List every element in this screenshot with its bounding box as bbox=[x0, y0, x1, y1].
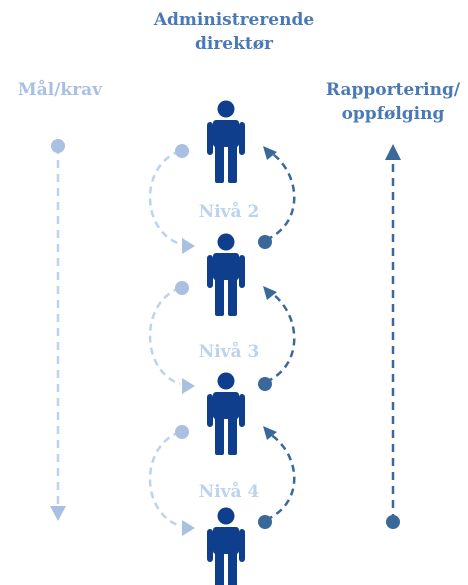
reporting-start-dot bbox=[386, 515, 400, 529]
goals-requirements-label: Mål/krav bbox=[17, 80, 103, 100]
report-dot-1 bbox=[258, 235, 272, 249]
report-curve-3 bbox=[265, 432, 296, 522]
report-curve-1 bbox=[265, 150, 296, 242]
goals-arrow-head bbox=[50, 506, 66, 521]
report-arrow-2 bbox=[263, 286, 277, 300]
cascade-curve-3 bbox=[148, 430, 181, 528]
cascade-dot-3 bbox=[175, 425, 189, 439]
level-3-person-icon bbox=[207, 372, 245, 455]
cascade-arrow-2 bbox=[182, 378, 195, 394]
reporting-arrow-head bbox=[385, 144, 401, 160]
report-arrow-1 bbox=[263, 146, 277, 160]
cascade-curve-2 bbox=[148, 286, 181, 386]
level-3-label: Nivå 3 bbox=[198, 342, 260, 362]
ceo-person-icon bbox=[207, 100, 245, 183]
reporting-followup-label: Rapportering/ oppfølging bbox=[325, 80, 461, 124]
cascade-dot-1 bbox=[175, 144, 189, 158]
cascade-arrow-3 bbox=[182, 520, 195, 536]
goals-start-dot bbox=[51, 139, 65, 153]
cascade-arrow-1 bbox=[182, 238, 195, 254]
level-2-label: Nivå 2 bbox=[198, 202, 260, 222]
cascade-dot-2 bbox=[175, 281, 189, 295]
report-arrow-3 bbox=[263, 426, 277, 440]
report-curve-2 bbox=[265, 290, 296, 384]
level-2-person-icon bbox=[207, 233, 245, 316]
cascade-curve-1 bbox=[148, 149, 181, 246]
report-dot-2 bbox=[258, 377, 272, 391]
ceo-title: Administrerende direktør bbox=[153, 10, 315, 54]
level-4-person-icon bbox=[207, 507, 245, 585]
level-4-label: Nivå 4 bbox=[198, 482, 260, 502]
report-dot-3 bbox=[258, 515, 272, 529]
